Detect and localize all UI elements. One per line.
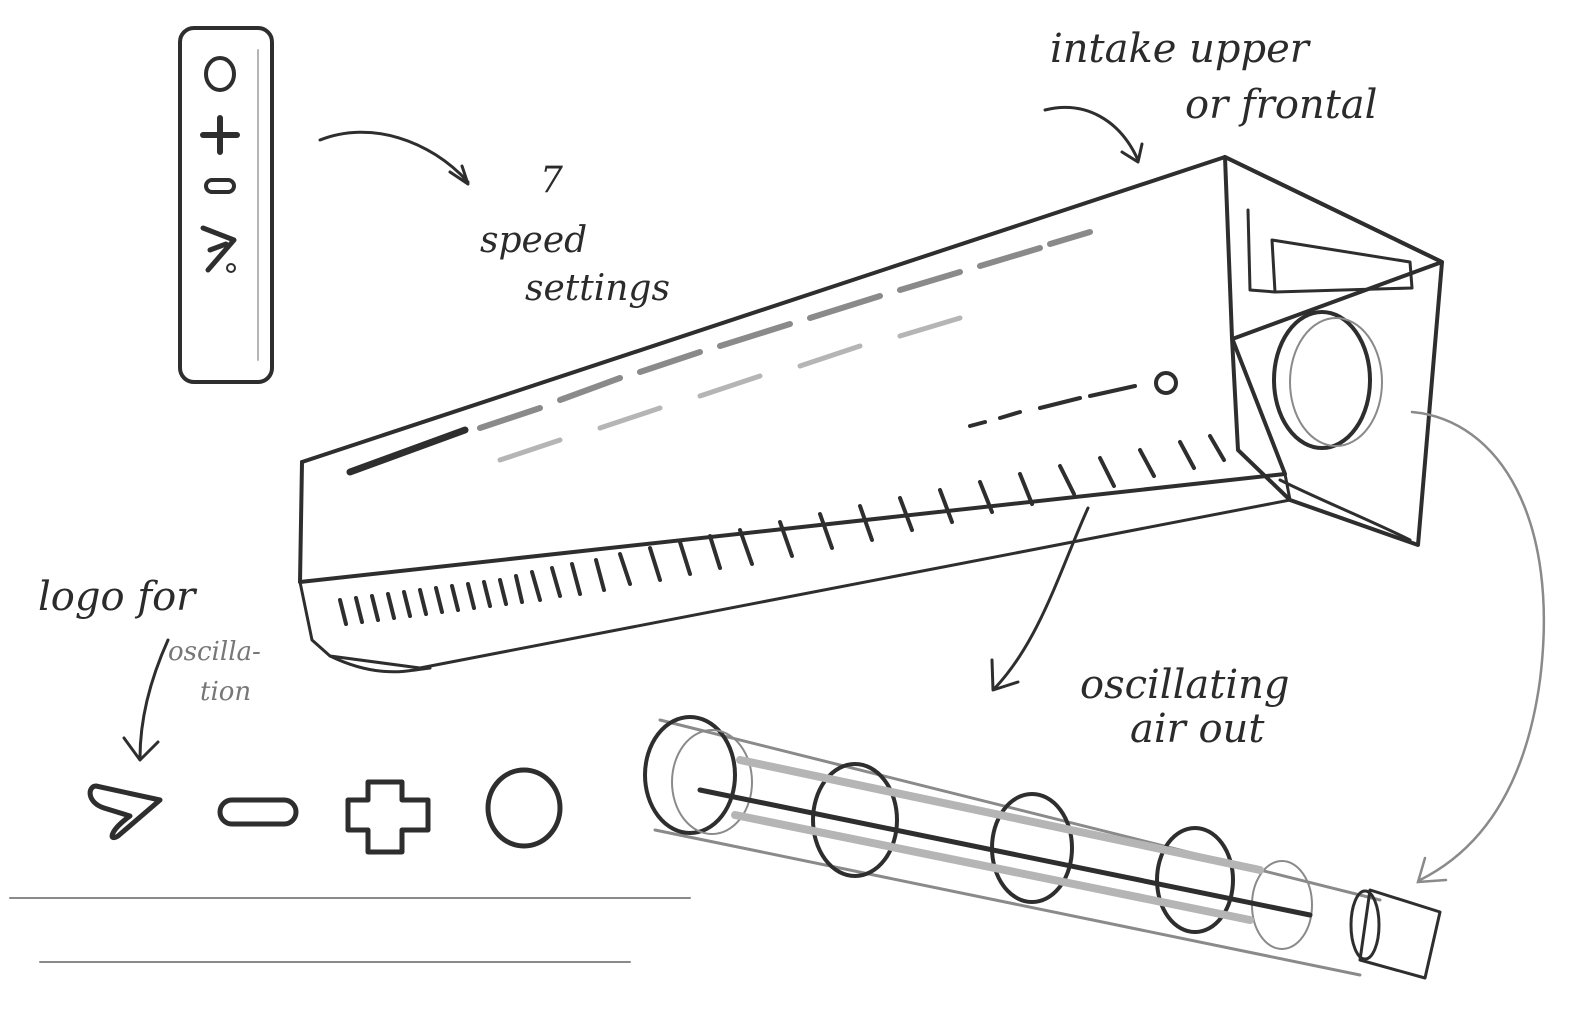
air-conditioner-unit (300, 157, 1442, 672)
oscillating-label-line1: oscillating (1080, 662, 1289, 708)
speed-label-line3: settings (525, 268, 670, 309)
logo-label-line2: oscilla- (168, 637, 261, 667)
plus-icon (348, 782, 428, 852)
speed-settings-label: 7 speed settings (480, 160, 670, 309)
power-icon (206, 58, 234, 90)
minus-icon (206, 180, 234, 192)
oscillation-icon (203, 228, 235, 272)
remote-control (180, 28, 272, 382)
speed-label-line2: speed (480, 220, 587, 261)
fan-detail-arrow (1412, 412, 1544, 882)
logo-label-line1: logo for (38, 574, 198, 620)
vent-slats (340, 436, 1224, 624)
intake-arrow (1045, 107, 1142, 162)
crossflow-fan (645, 717, 1440, 978)
intake-label: intake upper or frontal (1050, 26, 1377, 128)
intake-label-line2: or frontal (1185, 82, 1377, 128)
logo-label-line3: tion (200, 677, 251, 707)
oscillation-icon (90, 786, 160, 838)
power-icon (488, 770, 560, 846)
speed-label-line1: 7 (540, 160, 563, 201)
logo-arrow (124, 640, 168, 760)
minus-icon (220, 800, 296, 824)
oscillating-air-label: oscillating air out (1080, 662, 1289, 752)
icon-row (90, 770, 560, 852)
oscillating-arrow (992, 508, 1088, 690)
speed-arrow (320, 132, 468, 184)
oscillating-label-line2: air out (1130, 706, 1265, 752)
plus-icon (203, 118, 237, 152)
intake-label-line1: intake upper (1050, 26, 1312, 72)
